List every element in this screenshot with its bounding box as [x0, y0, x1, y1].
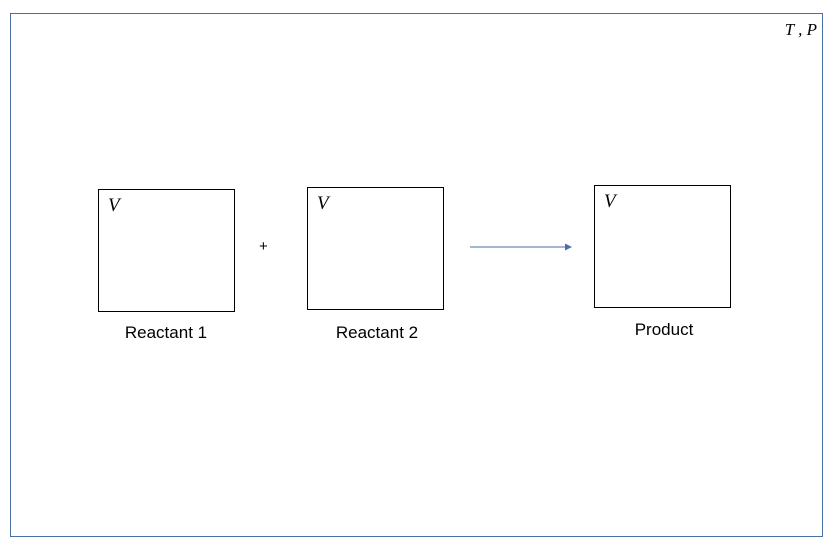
reactant-1-caption: Reactant 1 [124, 323, 208, 342]
conditions-label: T , P [784, 20, 817, 39]
product-volume-label: V [604, 191, 616, 212]
reactant-1-box: V [98, 189, 235, 312]
reactant-2-box: V [307, 187, 444, 310]
product-caption: Product [634, 320, 694, 339]
product-box: V [594, 185, 731, 308]
reactant-2-volume-label: V [317, 193, 329, 214]
plus-sign: + [259, 238, 268, 255]
reactant-2-caption: Reactant 2 [335, 323, 419, 342]
reactant-1-volume-label: V [108, 195, 120, 216]
reaction-arrow-icon [470, 243, 572, 251]
system-boundary [10, 13, 823, 537]
